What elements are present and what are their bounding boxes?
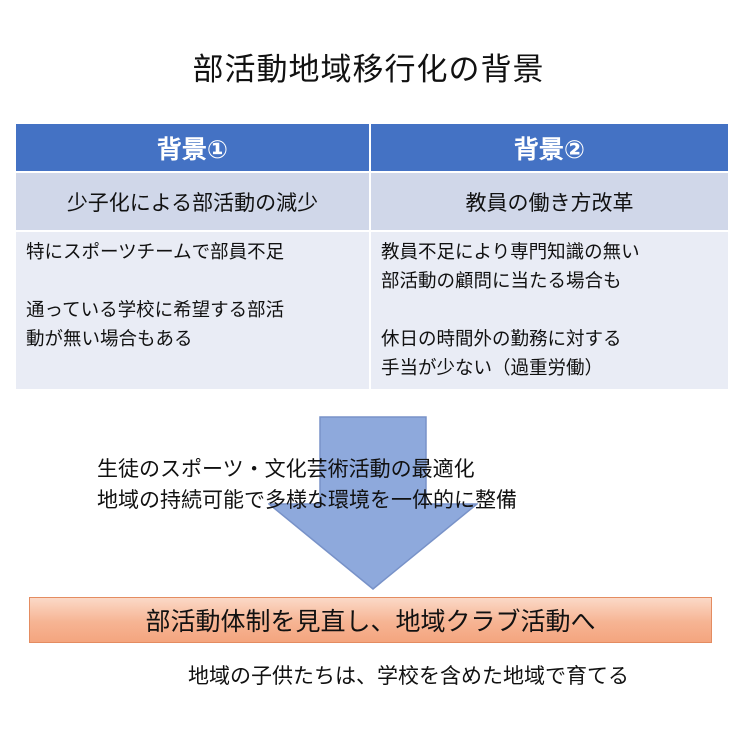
table-header-right: 背景② [371, 124, 728, 171]
result-text: 部活動体制を見直し、地域クラブ活動へ [145, 607, 596, 636]
left-point-1: 特にスポーツチームで部員不足 [26, 242, 285, 263]
right-point-2: 休日の時間外の勤務に対する 手当が少ない（過重労働） [381, 329, 622, 379]
left-point-2: 通っている学校に希望する部活 動が無い場合もある [26, 300, 285, 350]
page-title: 部活動地域移行化の背景 [192, 52, 545, 88]
right-point-1: 教員不足により専門知識の無い 部活動の顧問に当たる場合も [381, 242, 640, 292]
background-table: 背景① 背景② 少子化による部活動の減少 教員の働き方改革 特にスポーツチームで… [16, 124, 728, 389]
arrow-caption: 生徒のスポーツ・文化芸術活動の最適化 地域の持続可能で多様な環境を一体的に整備 [97, 457, 517, 512]
table-body-right: 教員不足により専門知識の無い 部活動の顧問に当たる場合も 休日の時間外の勤務に対… [371, 230, 728, 389]
table-body-left: 特にスポーツチームで部員不足 通っている学校に希望する部活 動が無い場合もある [16, 230, 371, 389]
result-box: 部活動体制を見直し、地域クラブ活動へ [29, 597, 712, 643]
down-arrow-icon [268, 416, 478, 590]
footer-text: 地域の子供たちは、学校を含めた地域で育てる [188, 664, 629, 688]
table-header-left: 背景① [16, 124, 371, 171]
table-subheader-right: 教員の働き方改革 [371, 171, 728, 230]
table-subheader-left: 少子化による部活動の減少 [16, 171, 371, 230]
